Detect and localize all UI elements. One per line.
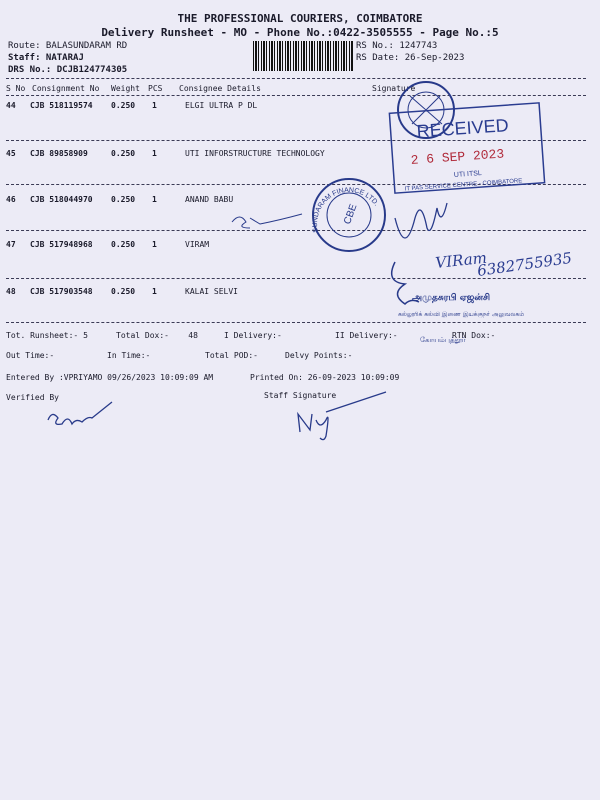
row-pcs: 1 xyxy=(152,149,157,158)
total-dox: Total Dox:- 48 xyxy=(116,331,198,340)
handwritten-phone: 6382755935 xyxy=(476,249,573,280)
row-sno: 47 xyxy=(6,240,16,249)
row-sno: 48 xyxy=(6,287,16,296)
received-date: 2 6 SEP 2023 xyxy=(410,146,504,167)
row-sno: 45 xyxy=(6,149,16,158)
received-stamp: RECEIVED 2 6 SEP 2023 UTI ITSL IT PAS SE… xyxy=(388,102,546,194)
row-weight: 0.250 xyxy=(111,149,136,158)
staff-signature-scribble xyxy=(297,391,387,441)
row-sno: 46 xyxy=(6,195,16,204)
row-weight: 0.250 xyxy=(111,101,136,110)
delvy-points: Delvy Points:- xyxy=(285,351,353,360)
row-pcs: 1 xyxy=(152,101,157,110)
uti-line1: UTI ITSL xyxy=(454,170,483,179)
row-weight: 0.250 xyxy=(111,287,136,296)
tamil-seal-line3: கோயம்புத்தூர் xyxy=(420,336,466,344)
row-consignment: CJB 518044970 xyxy=(30,195,93,204)
barcode xyxy=(253,41,353,71)
col-consignee: Consignee Details xyxy=(179,84,261,93)
tot-runsheet: Tot. Runsheet:- 5 xyxy=(6,331,88,340)
col-pcs: PCS xyxy=(148,84,163,93)
cbe-text: CBE xyxy=(342,202,359,225)
divider xyxy=(6,140,586,141)
row-pcs: 1 xyxy=(152,240,157,249)
company-title: THE PROFESSIONAL COURIERS, COIMBATORE xyxy=(177,12,423,25)
printed-on: Printed On: 26-09-2023 10:09:09 xyxy=(250,373,400,382)
row-consignment: CJB 89858909 xyxy=(30,149,88,158)
route-label: Route: BALASUNDARAM RD xyxy=(8,41,128,51)
rs-number: RS No.: 1247743 xyxy=(356,41,438,51)
row-consignee: ELGI ULTRA P DL xyxy=(185,101,258,110)
signature-scribble xyxy=(394,202,448,239)
divider xyxy=(6,78,586,79)
sundaram-stamp: SUNDARAM FINANCE LTD. CBE xyxy=(312,178,386,252)
out-time: Out Time:- xyxy=(6,351,55,360)
row-weight: 0.250 xyxy=(111,195,136,204)
received-text: RECEIVED xyxy=(416,115,509,141)
handwritten-name: VIRam xyxy=(435,249,488,272)
row-consignment: CJB 517903548 xyxy=(30,287,93,296)
divider xyxy=(6,184,586,185)
col-consignment: Consignment No xyxy=(32,84,100,93)
col-sno: S No xyxy=(6,84,26,93)
row-pcs: 1 xyxy=(152,195,157,204)
drs-number: DRS No.: DCJB124774305 xyxy=(8,65,128,75)
row-consignment: CJB 518119574 xyxy=(30,101,93,110)
tamil-seal-line1: அமுதசுரபி ஏஜன்சி xyxy=(412,292,490,303)
verified-by-label: Verified By xyxy=(6,393,59,402)
rs-date: RS Date: 26-Sep-2023 xyxy=(356,53,465,63)
signature-scribble xyxy=(390,261,420,305)
staff-signature-label: Staff Signature xyxy=(264,391,337,400)
row-consignee: KALAI SELVI xyxy=(185,287,238,296)
row-consignee: ANAND BABU xyxy=(185,195,234,204)
divider xyxy=(6,230,586,231)
verified-signature xyxy=(47,401,113,426)
signature-scribble xyxy=(231,213,303,229)
round-stamp-top xyxy=(397,81,455,139)
ii-delivery: II Delivery:- xyxy=(335,331,398,340)
row-pcs: 1 xyxy=(152,287,157,296)
divider xyxy=(6,278,586,279)
row-sno: 44 xyxy=(6,101,16,110)
row-weight: 0.250 xyxy=(111,240,136,249)
entered-by: Entered By :VPRIYAMO 09/26/2023 10:09:09… xyxy=(6,373,214,382)
divider xyxy=(6,95,586,96)
row-consignment: CJB 517948968 xyxy=(30,240,93,249)
col-signature: Signature xyxy=(372,84,416,93)
staff-label: Staff: NATARAJ xyxy=(8,53,84,63)
rtn-dox: RTN Dox:- xyxy=(452,331,496,340)
total-pod: Total POD:- xyxy=(205,351,258,360)
uti-line2: IT PAS SERVICE CENTRE - COIMBATORE xyxy=(405,178,523,192)
in-time: In Time:- xyxy=(107,351,151,360)
row-consignee: UTI INFORSTRUCTURE TECHNOLOGY xyxy=(185,149,325,158)
col-weight: Weight xyxy=(111,84,140,93)
runsheet-subtitle: Delivery Runsheet - MO - Phone No.:0422-… xyxy=(101,26,499,39)
divider xyxy=(6,322,586,323)
row-consignee: VIRAM xyxy=(185,240,210,249)
tamil-seal-line2: கல்லூரிக் கல்வி இணை இயக்குநர் அலுவலகம் xyxy=(398,311,524,319)
i-delivery: I Delivery:- xyxy=(224,331,282,340)
